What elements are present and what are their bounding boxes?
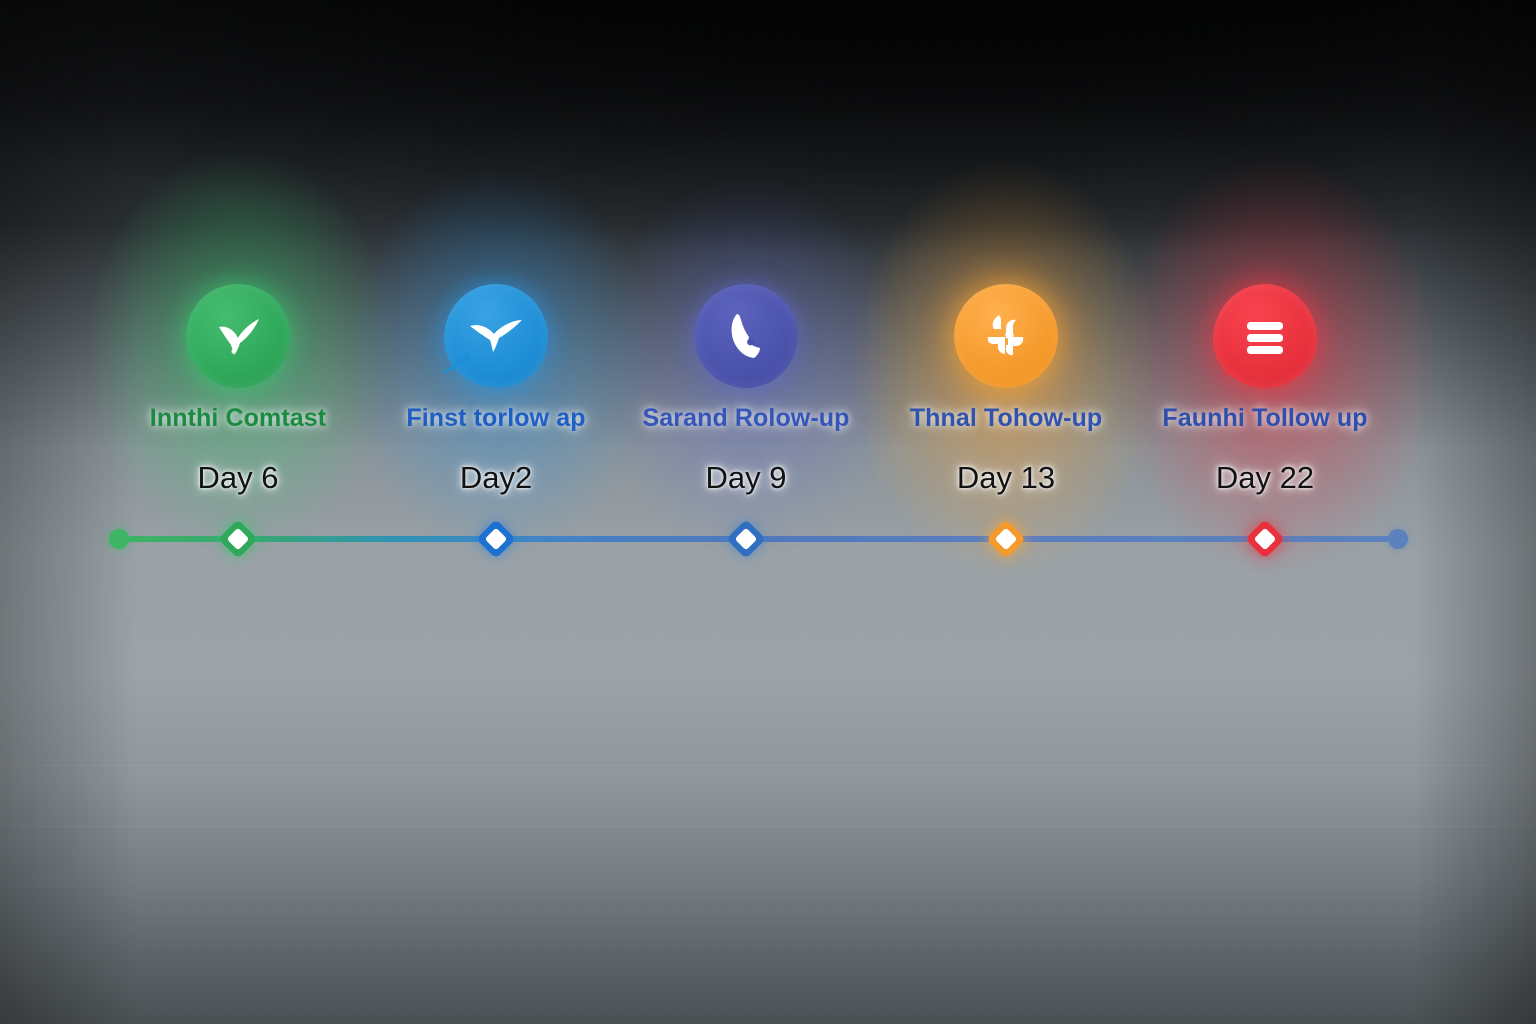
hairline-lower: [0, 826, 1536, 827]
bubble-tail-icon: [440, 352, 470, 374]
node-5-day: Day 22: [1215, 460, 1315, 495]
node-2-day: Day2: [459, 460, 533, 495]
node-3-marker[interactable]: [726, 519, 766, 559]
bubble-tail-icon: [1219, 357, 1239, 378]
node-5-label: Faunhi Tollow up: [1162, 404, 1368, 432]
swirl-glyph-icon[interactable]: [954, 284, 1058, 388]
node-3-day: Day 9: [705, 460, 787, 495]
top-shadow-overlay: [0, 0, 1536, 330]
node-1-icon-wrap[interactable]: [186, 284, 290, 388]
dove-check-icon[interactable]: [186, 284, 290, 388]
node-4-marker[interactable]: [986, 519, 1026, 559]
track-end-cap: [1388, 529, 1408, 549]
track-segment-3: [1006, 536, 1406, 542]
node-1-label: Innthi Comtast: [149, 404, 327, 432]
node-4-label: Thnal Tohow-up: [909, 404, 1103, 432]
node-3-label: Sarand Rolow-up: [642, 404, 850, 432]
hairline-upper: [0, 765, 1536, 766]
node-3-icon-wrap[interactable]: [694, 284, 798, 388]
track-segment-1: [116, 536, 506, 542]
node-2-marker[interactable]: [476, 519, 516, 559]
node-2-icon-wrap[interactable]: [440, 284, 548, 388]
node-5-marker[interactable]: [1245, 519, 1285, 559]
speech-bubble-bird-icon[interactable]: [444, 284, 548, 388]
phone-handset-icon[interactable]: [694, 284, 798, 388]
node-1-marker[interactable]: [218, 519, 258, 559]
node-2-label: Finst torlow ap: [406, 404, 586, 432]
node-1-day: Day 6: [197, 460, 279, 495]
node-4-icon-wrap[interactable]: [954, 284, 1058, 388]
node-4-day: Day 13: [956, 460, 1056, 495]
track-start-cap: [109, 529, 129, 549]
node-5-icon-wrap[interactable]: [1213, 284, 1317, 388]
